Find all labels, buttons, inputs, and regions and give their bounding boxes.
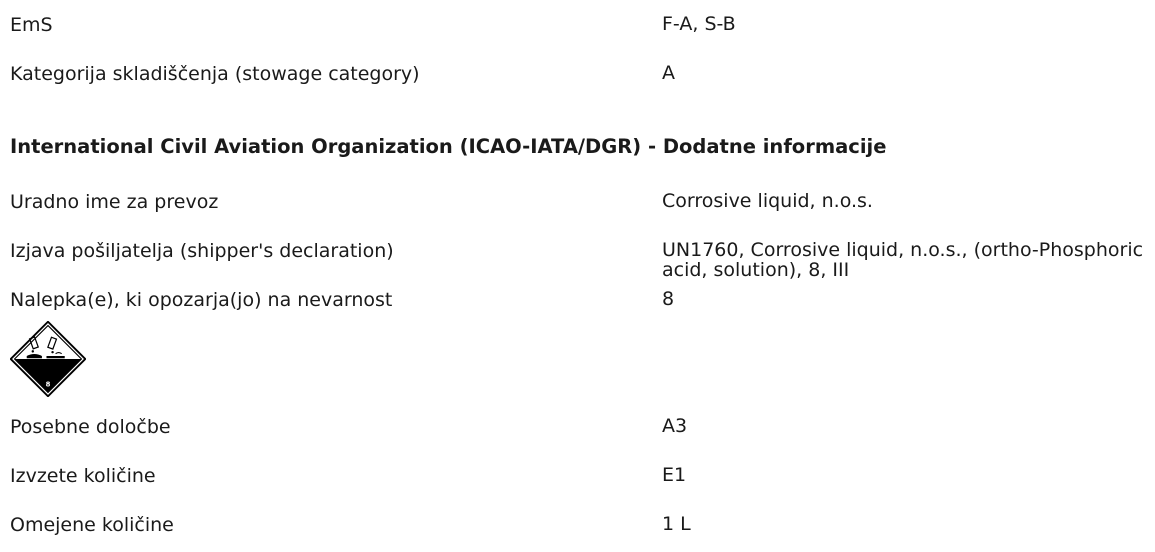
shipping-name-value: Corrosive liquid, n.o.s. (662, 190, 873, 212)
shipping-name-label: Uradno ime za prevoz (10, 191, 219, 213)
stowage-category-label: Kategorija skladiščenja (stowage categor… (10, 63, 420, 85)
icao-section-heading: International Civil Aviation Organizatio… (10, 135, 887, 158)
limited-quantities-value: 1 L (662, 513, 691, 535)
shipper-declaration-value: UN1760, Corrosive liquid, n.o.s., (ortho… (662, 239, 1144, 281)
pictogram-class-number: 8 (46, 380, 51, 388)
special-provisions-value: A3 (662, 415, 688, 437)
corrosive-class-8-diamond-icon: 8 (10, 321, 86, 397)
ems-label: EmS (10, 14, 53, 36)
excepted-quantities-label: Izvzete količine (10, 465, 156, 487)
ems-value: F-A, S-B (662, 13, 736, 35)
hazard-labels-value: 8 (662, 288, 675, 310)
hazard-labels-label: Nalepka(e), ki opozarja(jo) na nevarnost (10, 289, 393, 311)
stowage-category-value: A (662, 62, 675, 84)
special-provisions-label: Posebne določbe (10, 416, 171, 438)
excepted-quantities-value: E1 (662, 464, 687, 486)
shipper-declaration-label: Izjava pošiljatelja (shipper's declarati… (10, 240, 394, 262)
limited-quantities-label: Omejene količine (10, 514, 174, 536)
